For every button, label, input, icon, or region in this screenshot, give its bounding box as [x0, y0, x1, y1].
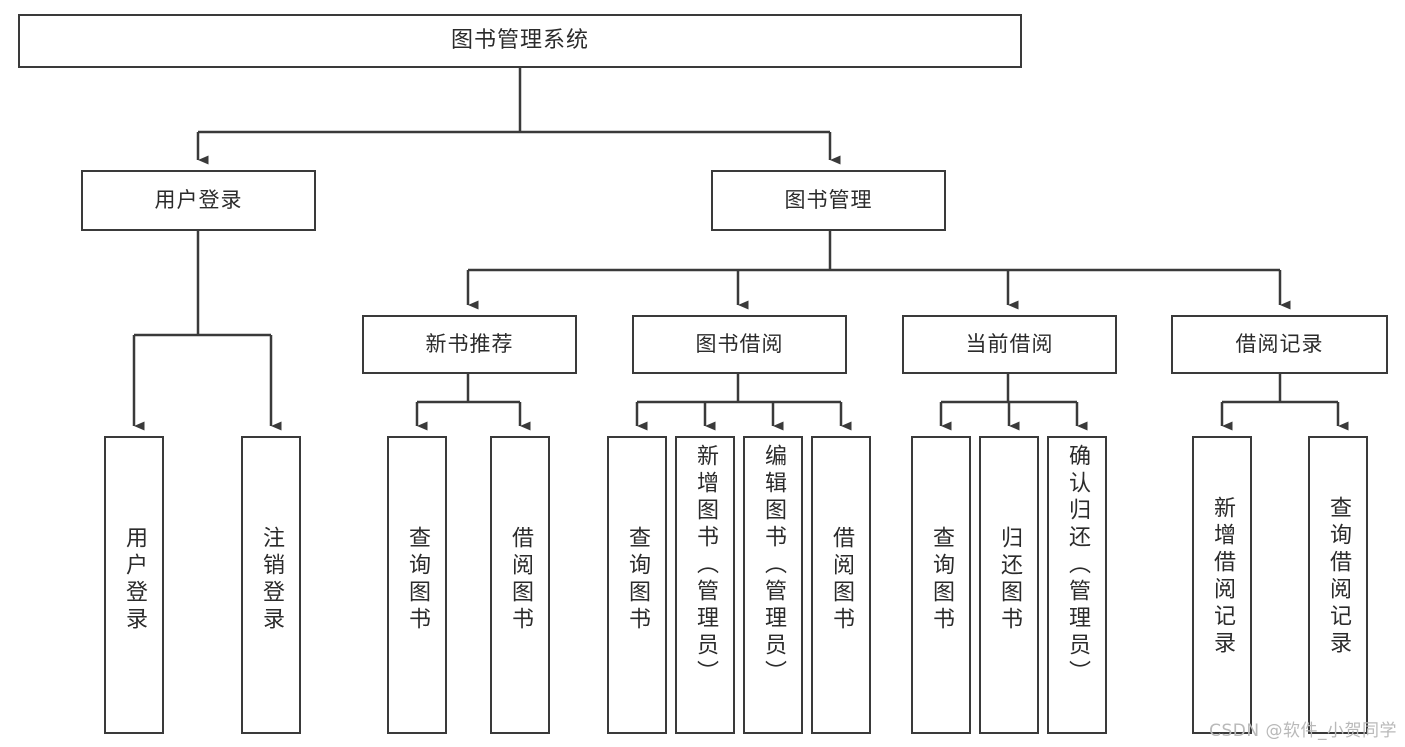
node-label: 查询图书: [625, 526, 650, 634]
node-label: 新书推荐: [425, 332, 514, 357]
node-label: 图书借阅: [695, 332, 784, 357]
node-label: 查询借阅记录: [1326, 496, 1351, 658]
node-label: 借阅记录: [1235, 332, 1324, 357]
leaf-current-borrow-return-books[interactable]: 归还图书: [979, 436, 1039, 734]
node-label: 新增借阅记录: [1210, 496, 1235, 658]
node-label: 当前借阅: [965, 332, 1054, 357]
node-label: 新增图书（管理员）: [693, 444, 718, 687]
node-user-login[interactable]: 用户登录: [81, 170, 316, 231]
leaf-new-book-query-books[interactable]: 查询图书: [387, 436, 447, 734]
node-label: 查询图书: [929, 526, 954, 634]
node-borrow-record[interactable]: 借阅记录: [1171, 315, 1388, 374]
node-root-book-management-system[interactable]: 图书管理系统: [18, 14, 1022, 68]
node-new-book-recommend[interactable]: 新书推荐: [362, 315, 577, 374]
node-label: 借阅图书: [508, 526, 533, 634]
node-book-management[interactable]: 图书管理: [711, 170, 946, 231]
leaf-book-borrow-borrow-books[interactable]: 借阅图书: [811, 436, 871, 734]
leaf-book-borrow-add-book-admin[interactable]: 新增图书（管理员）: [675, 436, 735, 734]
node-label: 归还图书: [997, 526, 1022, 634]
leaf-current-borrow-confirm-return-admin[interactable]: 确认归还（管理员）: [1047, 436, 1107, 734]
leaf-new-book-borrow-books[interactable]: 借阅图书: [490, 436, 550, 734]
leaf-user-login-logout[interactable]: 注销登录: [241, 436, 301, 734]
leaf-book-borrow-query-books[interactable]: 查询图书: [607, 436, 667, 734]
leaf-borrow-record-query-record[interactable]: 查询借阅记录: [1308, 436, 1368, 734]
leaf-user-login-login[interactable]: 用户登录: [104, 436, 164, 734]
node-label: 图书管理: [784, 188, 873, 213]
node-label: 注销登录: [259, 526, 284, 634]
node-label: 图书管理系统: [450, 28, 589, 54]
node-label: 确认归还（管理员）: [1065, 444, 1090, 687]
leaf-borrow-record-add-record[interactable]: 新增借阅记录: [1192, 436, 1252, 734]
node-label: 用户登录: [154, 188, 243, 213]
leaf-book-borrow-edit-book-admin[interactable]: 编辑图书（管理员）: [743, 436, 803, 734]
node-label: 用户登录: [122, 526, 147, 634]
node-book-borrow[interactable]: 图书借阅: [632, 315, 847, 374]
node-label: 编辑图书（管理员）: [761, 444, 786, 687]
node-current-borrow[interactable]: 当前借阅: [902, 315, 1117, 374]
leaf-current-borrow-query-books[interactable]: 查询图书: [911, 436, 971, 734]
node-label: 查询图书: [405, 526, 430, 634]
node-label: 借阅图书: [829, 526, 854, 634]
